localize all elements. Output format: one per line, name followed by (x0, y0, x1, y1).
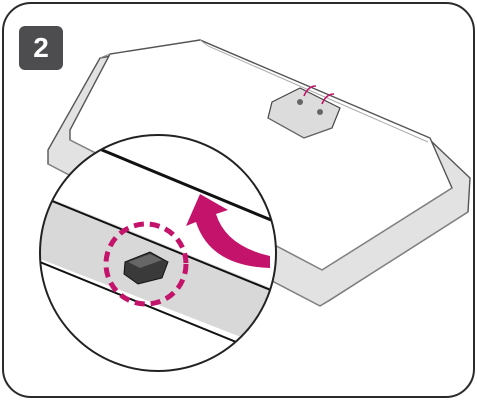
screw-icon (317, 109, 323, 115)
step-number-badge: 2 (19, 26, 63, 70)
screw-icon (297, 99, 303, 105)
